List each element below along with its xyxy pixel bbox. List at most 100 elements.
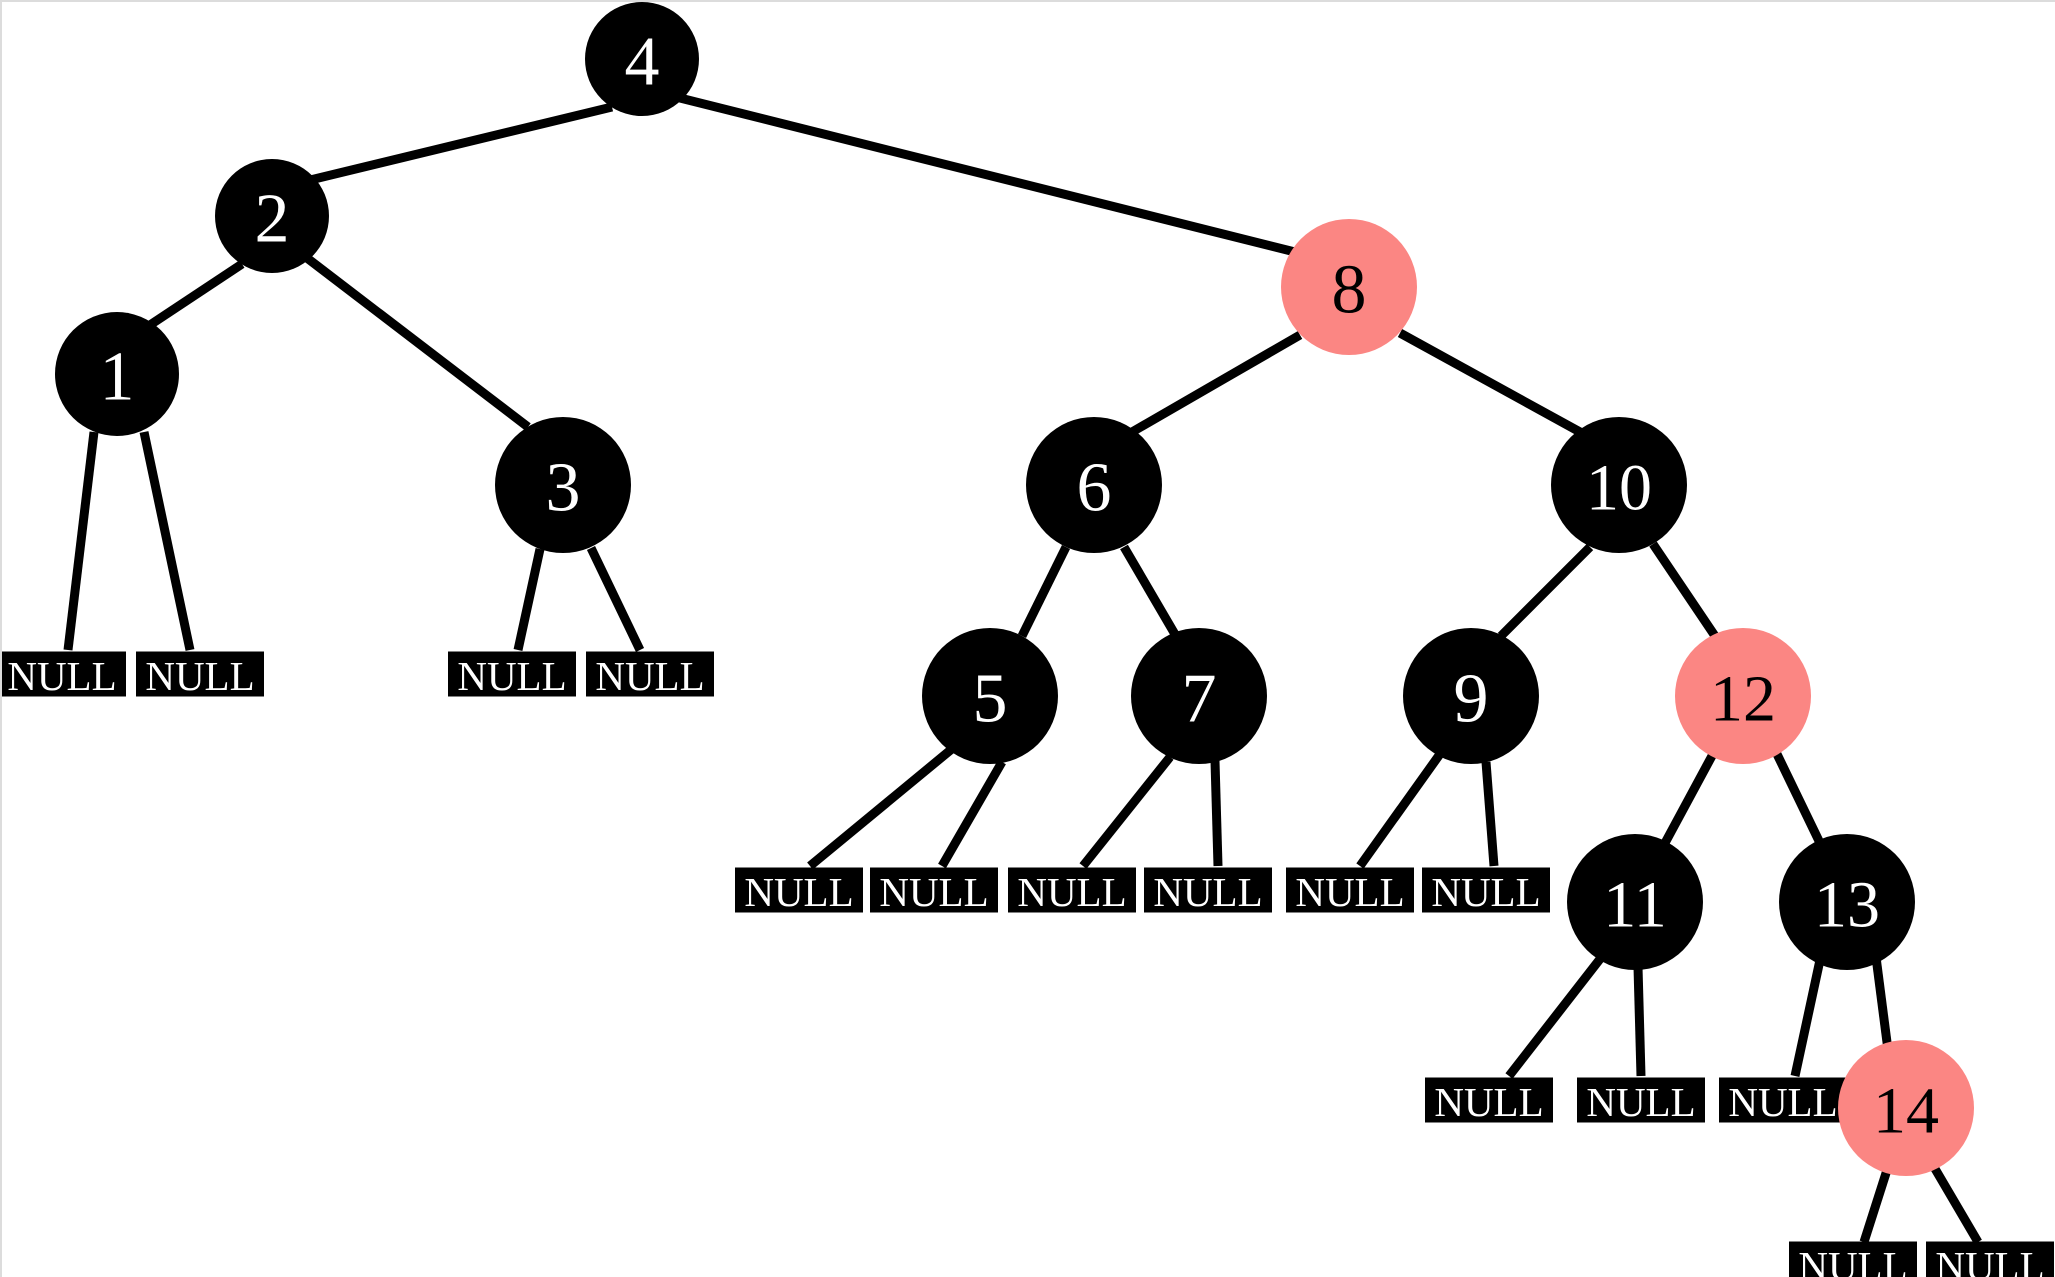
node-key-label: 11 xyxy=(1603,869,1667,942)
tree-edge-n13-to-u13 xyxy=(1790,959,1825,1077)
tree-edge-n11-to-u12 xyxy=(1633,966,1646,1077)
null-leaf-label: NULL xyxy=(1153,869,1262,915)
node-circle-black[interactable] xyxy=(922,628,1058,764)
tree-edge-n6-to-n7 xyxy=(1120,544,1180,639)
node-key-label: 13 xyxy=(1814,869,1880,942)
null-leaf-box xyxy=(448,651,576,697)
null-leaf-box xyxy=(1719,1077,1847,1123)
null-leaf-label: NULL xyxy=(145,653,254,699)
tree-edge-n3-to-u4 xyxy=(586,546,645,652)
null-leaf-label: NULL xyxy=(595,653,704,699)
null-leaf-box xyxy=(1926,1241,2054,1277)
null-leaf-box xyxy=(136,651,264,697)
tree-node-13[interactable]: 13 xyxy=(1779,834,1915,970)
node-circle-black[interactable] xyxy=(215,159,329,273)
tree-edge-n1-to-u1 xyxy=(63,431,99,651)
tree-node-6[interactable]: 6 xyxy=(1026,417,1162,553)
null-leaf-label: NULL xyxy=(1431,869,1540,915)
null-leaf-u15: NULL xyxy=(1926,1241,2054,1277)
null-leaf-label: NULL xyxy=(1728,1079,1837,1125)
null-leaf-box xyxy=(1425,1077,1553,1123)
null-leaf-u11: NULL xyxy=(1425,1077,1553,1125)
tree-edge-n8-to-n10 xyxy=(1397,329,1583,436)
node-circle-red[interactable] xyxy=(1838,1040,1974,1176)
null-leaf-label: NULL xyxy=(457,653,566,699)
node-key-label: 14 xyxy=(1873,1075,1939,1148)
tree-node-11[interactable]: 11 xyxy=(1567,834,1703,970)
null-leaf-label: NULL xyxy=(1935,1243,2044,1277)
null-leaf-box xyxy=(870,867,998,913)
tree-node-8[interactable]: 8 xyxy=(1281,219,1417,355)
node-key-label: 7 xyxy=(1182,661,1217,738)
node-key-label: 8 xyxy=(1332,252,1367,329)
null-leaf-u9: NULL xyxy=(1286,867,1414,915)
null-leaf-box xyxy=(2,651,126,697)
null-leaf-u4: NULL xyxy=(586,651,714,699)
node-key-label: 5 xyxy=(973,661,1008,738)
tree-edge-n7-to-u7 xyxy=(1079,754,1174,869)
tree-node-10[interactable]: 10 xyxy=(1551,417,1687,553)
node-key-label: 10 xyxy=(1586,452,1652,525)
tree-edge-n8-to-n6 xyxy=(1129,331,1303,436)
tree-node-2[interactable]: 2 xyxy=(215,159,329,273)
tree-edge-n12-to-n13 xyxy=(1771,750,1825,845)
null-leaf-box xyxy=(1286,867,1414,913)
tree-edge-n4-to-n8 xyxy=(678,93,1297,257)
null-leaf-label: NULL xyxy=(1586,1079,1695,1125)
null-leaf-label: NULL xyxy=(744,869,853,915)
null-leaf-u3: NULL xyxy=(448,651,576,699)
tree-edge-n12-to-n11 xyxy=(1661,751,1717,846)
null-leaf-u6: NULL xyxy=(870,867,998,915)
null-leaf-u5: NULL xyxy=(735,867,863,915)
node-circle-black[interactable] xyxy=(1403,628,1539,764)
node-circle-black[interactable] xyxy=(495,417,631,553)
node-circle-black[interactable] xyxy=(1551,417,1687,553)
tree-edge-n2-to-n1 xyxy=(147,260,245,329)
node-key-label: 6 xyxy=(1077,450,1112,527)
node-circle-red[interactable] xyxy=(1281,219,1417,355)
node-circle-black[interactable] xyxy=(1567,834,1703,970)
node-key-label: 2 xyxy=(255,181,290,258)
node-circle-black[interactable] xyxy=(1779,834,1915,970)
node-key-label: 3 xyxy=(546,450,581,527)
node-key-label: 1 xyxy=(100,339,135,416)
tree-edge-n7-to-u8 xyxy=(1210,760,1223,867)
tree-edge-n9-to-u9 xyxy=(1356,751,1444,869)
null-leaf-u1: NULL xyxy=(2,651,126,699)
node-circle-black[interactable] xyxy=(55,312,179,436)
null-leaf-label: NULL xyxy=(7,653,116,699)
tree-node-7[interactable]: 7 xyxy=(1131,628,1267,764)
tree-edge-n2-to-n3 xyxy=(304,254,531,431)
tree-edge-n11-to-u11 xyxy=(1505,956,1604,1079)
tree-edge-n13-to-n14 xyxy=(1871,956,1893,1051)
node-circle-red[interactable] xyxy=(1675,628,1811,764)
tree-edge-n5-to-u6 xyxy=(938,759,1006,869)
tree-node-1[interactable]: 1 xyxy=(55,312,179,436)
node-circle-black[interactable] xyxy=(585,2,699,116)
null-leaf-box xyxy=(1008,867,1136,913)
null-leaf-u13: NULL xyxy=(1719,1077,1847,1125)
tree-edge-n14-to-u14 xyxy=(1859,1168,1892,1244)
tree-node-4[interactable]: 4 xyxy=(585,2,699,116)
node-key-label: 12 xyxy=(1710,663,1776,736)
tree-node-3[interactable]: 3 xyxy=(495,417,631,553)
tree-node-12[interactable]: 12 xyxy=(1675,628,1811,764)
node-circle-black[interactable] xyxy=(1026,417,1162,553)
tree-node-9[interactable]: 9 xyxy=(1403,628,1539,764)
node-key-label: 4 xyxy=(625,24,660,101)
edges-group xyxy=(63,93,1982,1245)
null-leaf-u14: NULL xyxy=(1789,1241,1917,1277)
tree-edge-n4-to-n2 xyxy=(300,102,614,187)
node-circle-black[interactable] xyxy=(1131,628,1267,764)
tree-edge-n1-to-u2 xyxy=(139,431,195,651)
null-leaf-u2: NULL xyxy=(136,651,264,699)
tree-node-14[interactable]: 14 xyxy=(1838,1040,1974,1176)
null-leaf-box xyxy=(735,867,863,913)
tree-node-5[interactable]: 5 xyxy=(922,628,1058,764)
null-leaf-u10: NULL xyxy=(1422,867,1550,915)
null-leaf-label: NULL xyxy=(1798,1243,1907,1277)
tree-edge-n10-to-n12 xyxy=(1649,541,1719,639)
